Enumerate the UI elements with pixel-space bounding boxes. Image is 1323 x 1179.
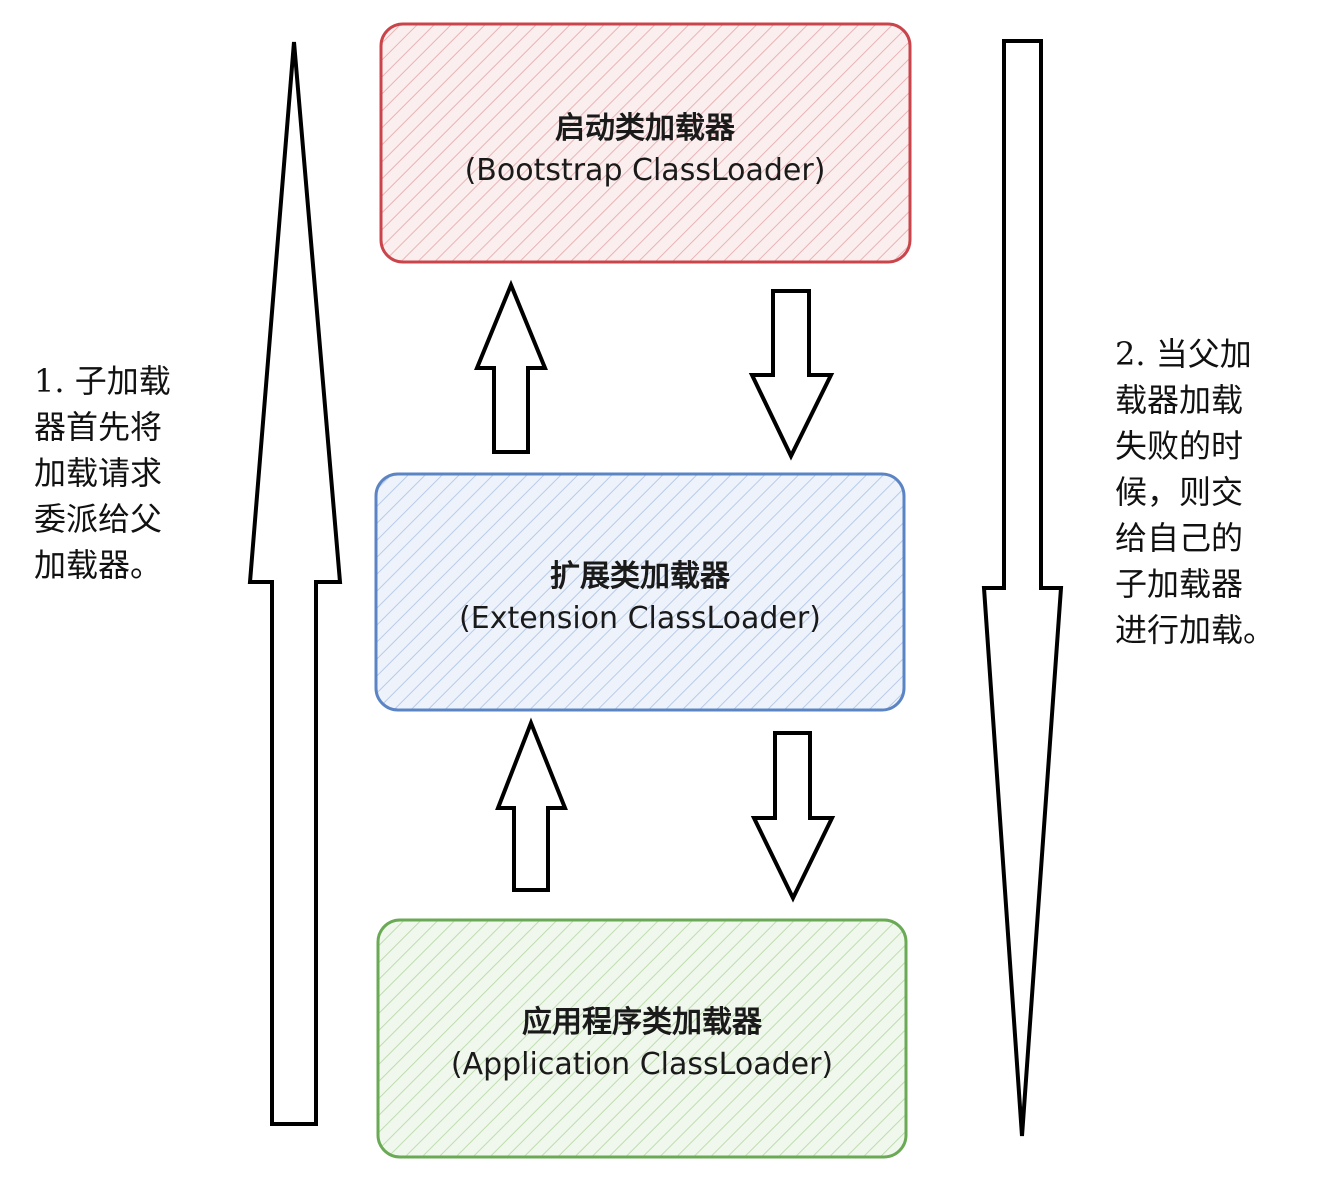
fallback-down-long-arrow (981, 39, 1064, 1137)
application-title: 应用程序类加载器 (522, 1005, 763, 1040)
right-note-line: 进行加载。 (1115, 611, 1276, 649)
down-arrow-bootstrap-to-extension (748, 289, 835, 461)
right-note-line: 给自己的 (1115, 519, 1244, 557)
up-arrow-extension-to-bootstrap (474, 279, 548, 454)
bootstrap-subtitle: (Bootstrap ClassLoader) (465, 153, 826, 188)
bootstrap-classloader-box: 启动类加载器 (Bootstrap ClassLoader) (379, 22, 912, 264)
extension-subtitle: (Extension ClassLoader) (459, 601, 821, 636)
extension-title: 扩展类加载器 (550, 559, 731, 594)
left-note-line: 加载器。 (34, 546, 163, 584)
application-box-frame (376, 918, 908, 1159)
left-note: 1. 子加载 器首先将 加载请求 委派给父 加载器。 (34, 358, 171, 588)
down-arrow-extension-to-application (750, 731, 836, 903)
bootstrap-title: 启动类加载器 (555, 111, 736, 146)
right-note-line: 失败的时 (1115, 427, 1244, 465)
extension-classloader-box: 扩展类加载器 (Extension ClassLoader) (374, 472, 906, 712)
bootstrap-box-frame (379, 22, 912, 264)
right-note-line: 子加载器 (1115, 565, 1244, 603)
left-note-line: 加载请求 (34, 454, 163, 492)
delegation-up-long-arrow (247, 41, 343, 1126)
right-note-line: 2. 当父加 (1115, 335, 1252, 373)
left-note-line: 1. 子加载 (34, 362, 171, 400)
up-arrow-application-to-extension (495, 717, 568, 892)
extension-box-frame (374, 472, 906, 712)
left-note-line: 委派给父 (34, 500, 163, 538)
right-note-line: 载器加载 (1115, 381, 1244, 419)
application-classloader-box: 应用程序类加载器 (Application ClassLoader) (376, 918, 908, 1159)
left-note-line: 器首先将 (34, 408, 163, 446)
application-subtitle: (Application ClassLoader) (451, 1047, 833, 1082)
right-note-line: 候，则交 (1115, 473, 1244, 511)
right-note: 2. 当父加 载器加载 失败的时 候，则交 给自己的 子加载器 进行加载。 (1115, 331, 1275, 653)
